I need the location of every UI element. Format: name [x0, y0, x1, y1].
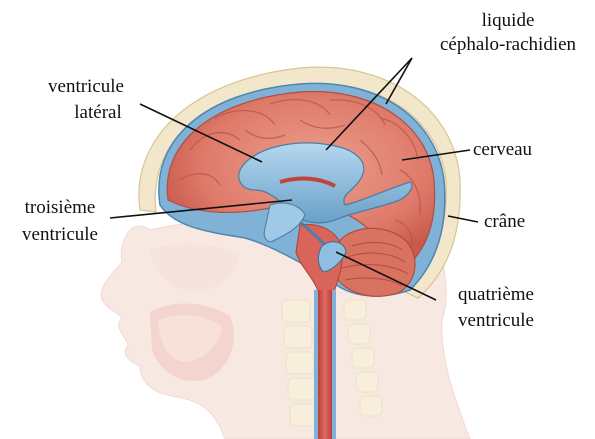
- label-lcr-line2: céphalo-rachidien: [440, 34, 577, 55]
- label-fourth-line1: quatrième: [458, 284, 534, 305]
- spinal-csf: [314, 290, 318, 439]
- spinal-cord: [318, 290, 332, 439]
- cerebellum: [335, 228, 415, 296]
- label-third-line1: troisième: [25, 197, 96, 218]
- label-crane: crâne: [484, 211, 525, 232]
- label-third-line2: ventricule: [22, 224, 98, 245]
- spinal-csf-right: [332, 290, 336, 439]
- label-cerveau: cerveau: [473, 139, 533, 160]
- label-fourth-line2: ventricule: [458, 310, 534, 331]
- label-lateral-line2: latéral: [74, 102, 121, 123]
- label-lateral-line1: ventricule: [48, 76, 124, 97]
- label-lcr-line1: liquide: [482, 10, 535, 31]
